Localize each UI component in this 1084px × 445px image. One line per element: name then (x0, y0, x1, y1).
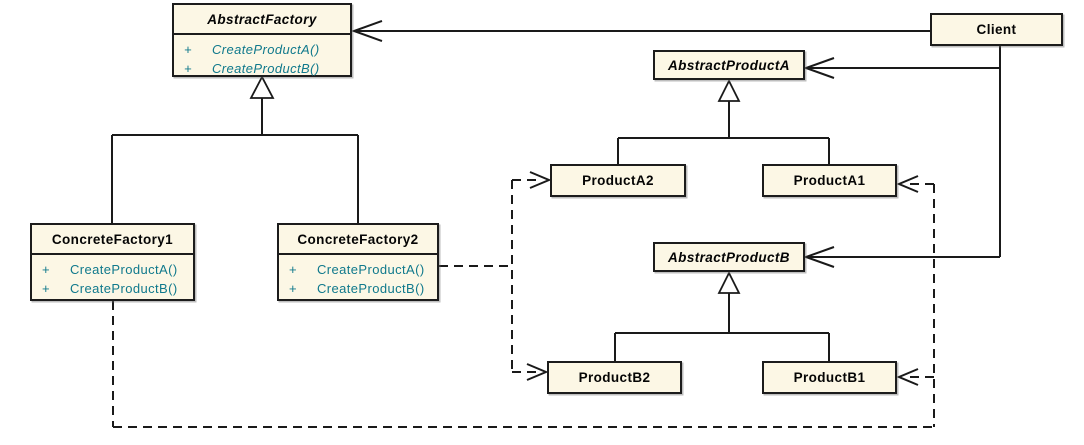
class-title: ProductA1 (793, 173, 866, 188)
class-abstractfactory[interactable]: AbstractFactory + CreateProductA() + Cre… (172, 3, 352, 77)
visibility-marker: + (42, 281, 50, 296)
method-name: CreateProductA() (317, 262, 425, 277)
class-title: AbstractFactory (174, 5, 350, 35)
visibility-marker: + (289, 262, 297, 277)
edge-generalization-products-b (614, 270, 830, 361)
edge-generalization-factories (111, 75, 359, 223)
edge-dependency-concretefactory2 (439, 179, 540, 373)
method-name: CreateProductA() (212, 42, 320, 57)
visibility-marker: + (289, 281, 297, 296)
class-methods: + CreateProductA() + CreateProductB() (279, 255, 437, 302)
edge-dependency-concretefactory2-arrows (526, 171, 552, 381)
method-name: CreateProductB() (212, 61, 320, 76)
method-row: + CreateProductB() (42, 279, 187, 298)
method-row: + CreateProductA() (42, 260, 187, 279)
visibility-marker: + (184, 42, 192, 57)
edge-client-abstractfactory (351, 20, 930, 42)
class-client[interactable]: Client (930, 13, 1063, 46)
class-title: AbstractProductB (668, 249, 790, 265)
visibility-marker: + (184, 61, 192, 76)
method-row: + CreateProductA() (184, 40, 344, 59)
method-row: + CreateProductB() (184, 59, 344, 78)
edge-dependency-concretefactory1 (112, 183, 935, 428)
class-producta1[interactable]: ProductA1 (762, 164, 897, 197)
method-name: CreateProductB() (70, 281, 178, 296)
class-abstractproductb[interactable]: AbstractProductB (653, 242, 805, 272)
class-methods: + CreateProductA() + CreateProductB() (174, 35, 350, 82)
class-title: ConcreteFactory2 (279, 225, 437, 255)
class-productb2[interactable]: ProductB2 (547, 361, 682, 394)
class-title: Client (976, 22, 1017, 37)
class-title: ProductB2 (578, 370, 651, 385)
class-title: ConcreteFactory1 (32, 225, 193, 255)
edge-client-abstractproducta (803, 57, 1000, 79)
class-concretefactory1[interactable]: ConcreteFactory1 + CreateProductA() + Cr… (30, 223, 195, 301)
class-producta2[interactable]: ProductA2 (550, 164, 686, 197)
edge-client-abstractproductb (803, 246, 1000, 268)
class-title: ProductB1 (793, 370, 866, 385)
edge-dependency-concretefactory1-arrows (896, 175, 919, 386)
visibility-marker: + (42, 262, 50, 277)
edge-generalization-products-a (617, 78, 830, 164)
method-name: CreateProductB() (317, 281, 425, 296)
class-title: ProductA2 (582, 173, 654, 188)
method-row: + CreateProductA() (289, 260, 431, 279)
method-name: CreateProductA() (70, 262, 178, 277)
class-concretefactory2[interactable]: ConcreteFactory2 + CreateProductA() + Cr… (277, 223, 439, 301)
class-methods: + CreateProductA() + CreateProductB() (32, 255, 193, 302)
class-title: AbstractProductA (668, 57, 790, 73)
method-row: + CreateProductB() (289, 279, 431, 298)
class-abstractproducta[interactable]: AbstractProductA (653, 50, 805, 80)
class-productb1[interactable]: ProductB1 (762, 361, 897, 394)
